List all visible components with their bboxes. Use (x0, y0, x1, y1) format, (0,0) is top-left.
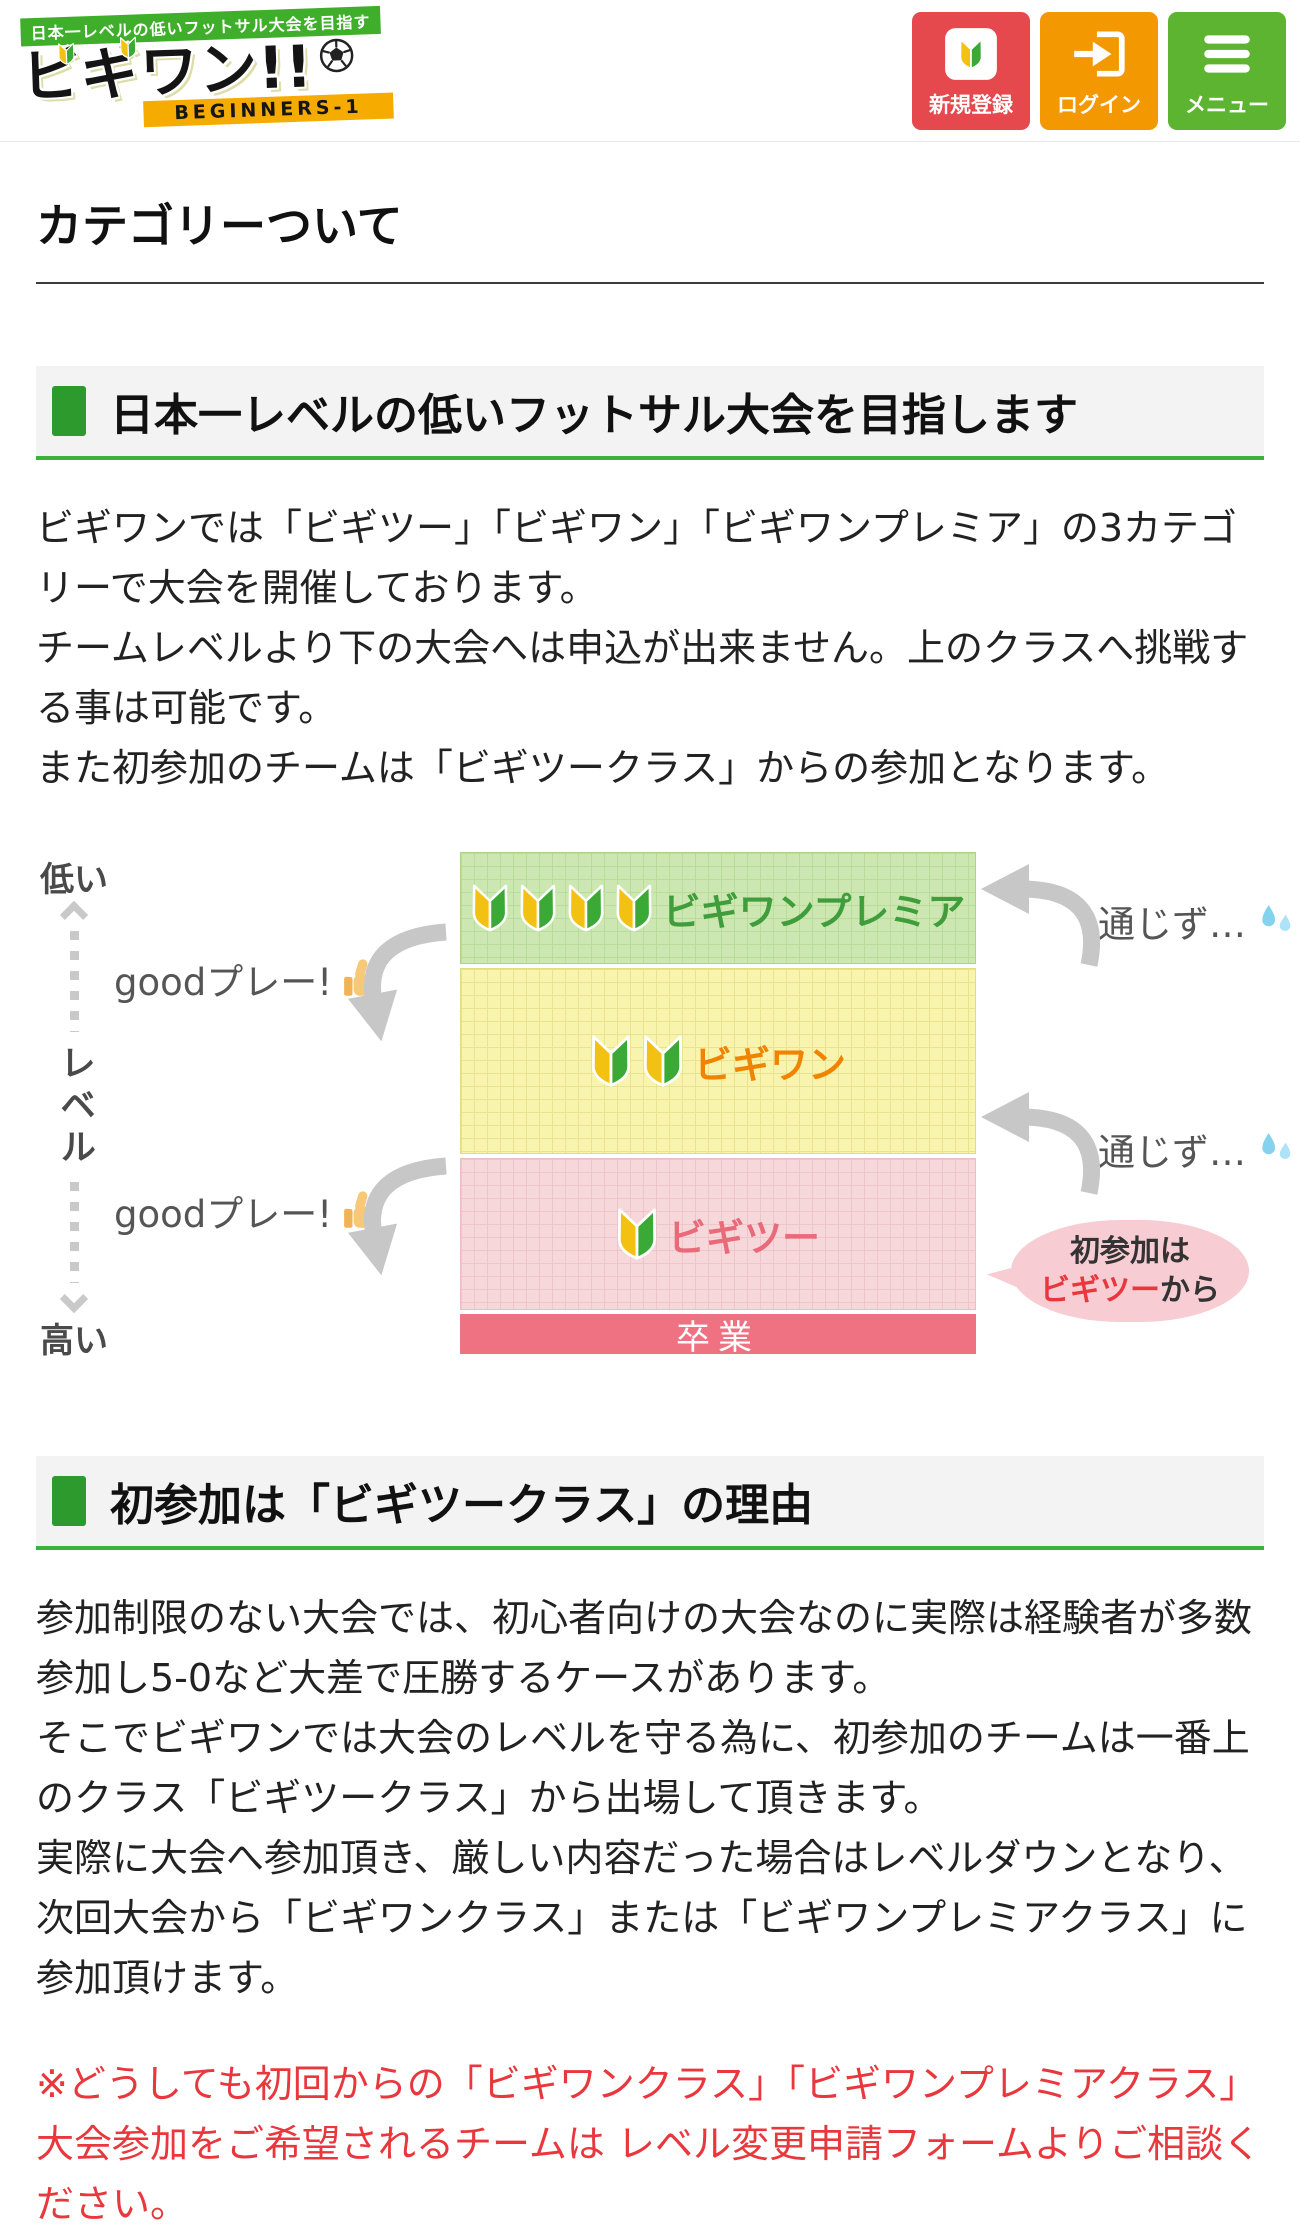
level-change-form-link[interactable]: レベル変更申請フォーム (616, 2122, 1034, 2167)
chevron-down-icon (59, 1285, 89, 1314)
site-logo[interactable]: 日本一レベルの低いフットサル大会を目指す ビギワン!! BEGINNERS-1 (20, 5, 394, 132)
category-name-begitwo: ビギツー (667, 1215, 820, 1260)
wakaba-icon (617, 1208, 657, 1260)
sweat-drops-icon (1262, 905, 1291, 932)
level-axis: 低い レベル 高い (36, 852, 112, 1362)
logo-title: ビギワン!! (21, 32, 393, 110)
section-heading-text: 日本一レベルの低いフットサル大会を目指します (110, 390, 1078, 441)
category-box-begione: ビギワン (460, 968, 976, 1155)
site-header: 日本一レベルの低いフットサル大会を目指す ビギワン!! BEGINNERS-1 … (0, 0, 1300, 142)
green-marker-icon (52, 1476, 86, 1527)
menu-button[interactable]: メニュー (1168, 12, 1286, 130)
not-working-label: 通じず… (1098, 894, 1294, 948)
wakaba-icon (520, 884, 555, 932)
promote-arrow-icon (981, 1092, 1101, 1195)
axis-label-high: 高い (40, 1321, 108, 1362)
wakaba-icon (119, 36, 137, 59)
bubble-line2: ビギツーから (1040, 1273, 1220, 1309)
login-button-label: ログイン (1057, 92, 1141, 117)
demote-arrow-icon (347, 1157, 447, 1276)
paragraph: 参加制限のない大会では、初心者向けの大会なのに実際は経験者が多数参加し5-0など… (36, 1596, 1253, 1701)
wakaba-badge-icon (942, 24, 1000, 84)
section-body-categories: ビギワンでは「ビギツー」「ビギワン」「ビギワンプレミア」の3カテゴリーで大会を開… (36, 498, 1264, 798)
register-button[interactable]: 新規登録 (912, 12, 1030, 130)
hamburger-icon (1198, 24, 1256, 84)
category-name-begione: ビギワン (693, 1042, 846, 1087)
wakaba-icon (472, 884, 507, 932)
promote-arrow-icon (981, 864, 1101, 967)
login-button[interactable]: ログイン (1040, 12, 1158, 130)
chevron-up-icon (59, 901, 89, 930)
sweat-drops-icon (1262, 1133, 1291, 1160)
first-entry-bubble: 初参加は ビギツーから (1011, 1220, 1249, 1323)
axis-dotted-line (69, 931, 79, 1033)
demote-arrow-icon (347, 923, 447, 1042)
section-heading-text: 初参加は「ビギツークラス」の理由 (110, 1480, 814, 1532)
not-working-label: 通じず… (1098, 1122, 1294, 1176)
wakaba-icon (643, 1035, 683, 1087)
register-button-label: 新規登録 (929, 92, 1013, 117)
header-nav: 新規登録 ログイン メニュー (912, 12, 1286, 130)
paragraph: 実際に大会へ参加頂き、厳しい内容だった場合はレベルダウンとなり、次回大会から「ビ… (36, 1836, 1248, 2001)
category-box-begitwo: ビギツー (460, 1158, 976, 1311)
axis-label-low: 低い (40, 860, 108, 901)
bubble-line1: 初参加は (1070, 1234, 1190, 1270)
axis-dotted-line (69, 1182, 79, 1284)
category-box-premier: ビギワンプレミア (460, 852, 976, 965)
level-diagram: 低い レベル 高い ビギワンプレミア ビギワン ビギツー 卒業 goodプレー! (36, 852, 1291, 1382)
level-change-note: ※どうしても初回からの「ビギワンクラス」「ビギワンプレミアクラス」大会参加をご希… (36, 2054, 1264, 2234)
menu-button-label: メニュー (1185, 92, 1269, 117)
wakaba-icon (616, 884, 651, 932)
section-body-reason: 参加制限のない大会では、初心者向けの大会なのに実際は経験者が多数参加し5-0など… (36, 1588, 1264, 2008)
axis-label-level: レベル (54, 1044, 95, 1171)
wakaba-icon (591, 1035, 631, 1087)
paragraph: また初参加のチームは「ビギツークラス」からの参加となります。 (36, 746, 1170, 791)
category-name-premier: ビギワンプレミア (662, 889, 966, 934)
good-play-label: goodプレー! (114, 1184, 384, 1238)
category-boxes: ビギワンプレミア ビギワン ビギツー 卒業 (460, 852, 976, 1358)
soccer-ball-icon (319, 38, 354, 73)
section-heading-categories: 日本一レベルの低いフットサル大会を目指します (36, 366, 1264, 460)
bubble-highlight: ビギツー (1040, 1273, 1160, 1309)
page-title: カテゴリーついて (36, 190, 1264, 284)
section-heading-reason: 初参加は「ビギツークラス」の理由 (36, 1456, 1264, 1551)
wakaba-icon (568, 884, 603, 932)
paragraph: そこでビギワンでは大会のレベルを守る為に、初参加のチームは一番上のクラス「ビギツ… (36, 1716, 1250, 1821)
paragraph: ビギワンでは「ビギツー」「ビギワン」「ビギワンプレミア」の3カテゴリーで大会を開… (36, 506, 1238, 611)
graduation-bar: 卒業 (460, 1314, 976, 1358)
paragraph: チームレベルより下の大会へは申込が出来ません。上のクラスへ挑戦する事は可能です。 (36, 626, 1249, 731)
wakaba-icon (57, 42, 75, 66)
login-arrow-icon (1070, 24, 1128, 84)
green-marker-icon (52, 386, 86, 436)
